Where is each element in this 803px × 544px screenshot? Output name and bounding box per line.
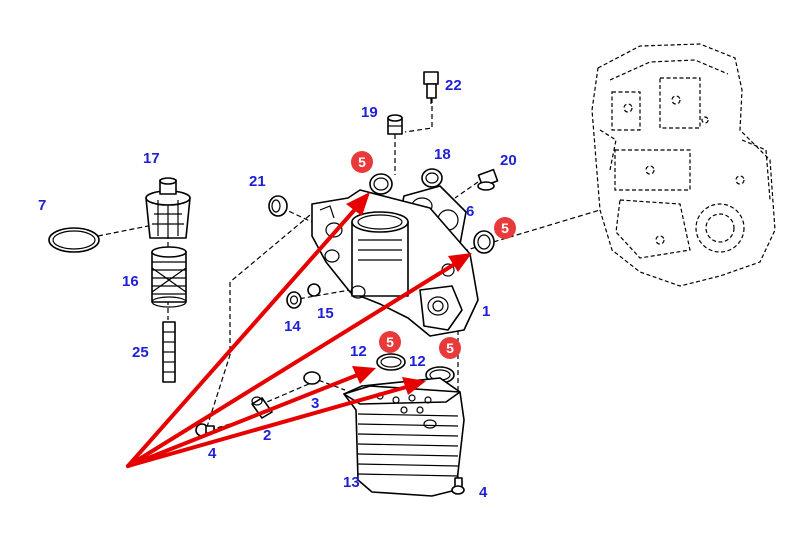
red-arrows [126, 192, 472, 468]
o-ring-part-7 [48, 227, 100, 253]
oil-cooler-part-13 [343, 377, 465, 497]
svg-text:5: 5 [358, 154, 366, 170]
badge-5-right: 5 [494, 217, 516, 239]
badge-circle [351, 151, 373, 173]
badge-5-middle: 5 [379, 331, 401, 353]
callout-20: 20 [500, 152, 517, 169]
svg-text:5: 5 [446, 340, 454, 356]
o-ring-part-15 [307, 283, 321, 297]
plug-part-21 [268, 195, 288, 217]
filter-cap-part-17 [145, 177, 191, 239]
callout-18: 18 [434, 146, 451, 163]
callout-3: 3 [311, 395, 319, 412]
filter-housing-part-1 [311, 189, 479, 337]
callout-12-left: 12 [350, 343, 367, 360]
spring-part-25 [162, 321, 176, 383]
sensor-part-22 [423, 71, 439, 104]
callout-2: 2 [263, 427, 271, 444]
badge-5-top: 5 [351, 151, 373, 173]
engine-block-outline [591, 43, 776, 287]
sensor-part-20 [477, 168, 499, 191]
callout-4-bottom: 4 [479, 484, 488, 501]
svg-text:5: 5 [386, 334, 394, 350]
badge-circle [439, 337, 461, 359]
callout-6: 6 [466, 203, 474, 220]
badge-5-lower-right: 5 [439, 337, 461, 359]
callout-25: 25 [132, 344, 149, 361]
sensor-part-19 [387, 114, 403, 135]
callout-17: 17 [143, 150, 160, 167]
o-ring-part-5-top [369, 173, 393, 195]
svg-text:5: 5 [501, 220, 509, 236]
callout-4-left: 4 [208, 445, 217, 462]
callout-22: 22 [445, 77, 462, 94]
callout-1: 1 [482, 303, 490, 320]
callout-19: 19 [361, 104, 378, 121]
bolt-part-4-bottom [451, 477, 465, 495]
callout-12-right: 12 [409, 353, 426, 370]
o-ring-part-5-right [473, 230, 495, 254]
callout-7: 7 [38, 197, 46, 214]
callout-14: 14 [284, 318, 301, 335]
o-ring-part-18 [421, 168, 443, 188]
plug-part-14 [286, 291, 302, 309]
callout-21: 21 [249, 173, 266, 190]
callout-16: 16 [122, 273, 139, 290]
callout-15: 15 [317, 305, 334, 322]
seal-part-12-left [376, 353, 406, 371]
filter-element-part-16 [151, 246, 187, 308]
o-ring-part-3 [303, 371, 321, 385]
bolt-part-4-left [195, 423, 215, 437]
badge-circle [494, 217, 516, 239]
callout-13: 13 [343, 474, 360, 491]
badge-circle [379, 331, 401, 353]
callout-numbers: 1 2 3 4 4 6 7 12 12 13 14 15 16 17 18 19… [38, 77, 517, 501]
